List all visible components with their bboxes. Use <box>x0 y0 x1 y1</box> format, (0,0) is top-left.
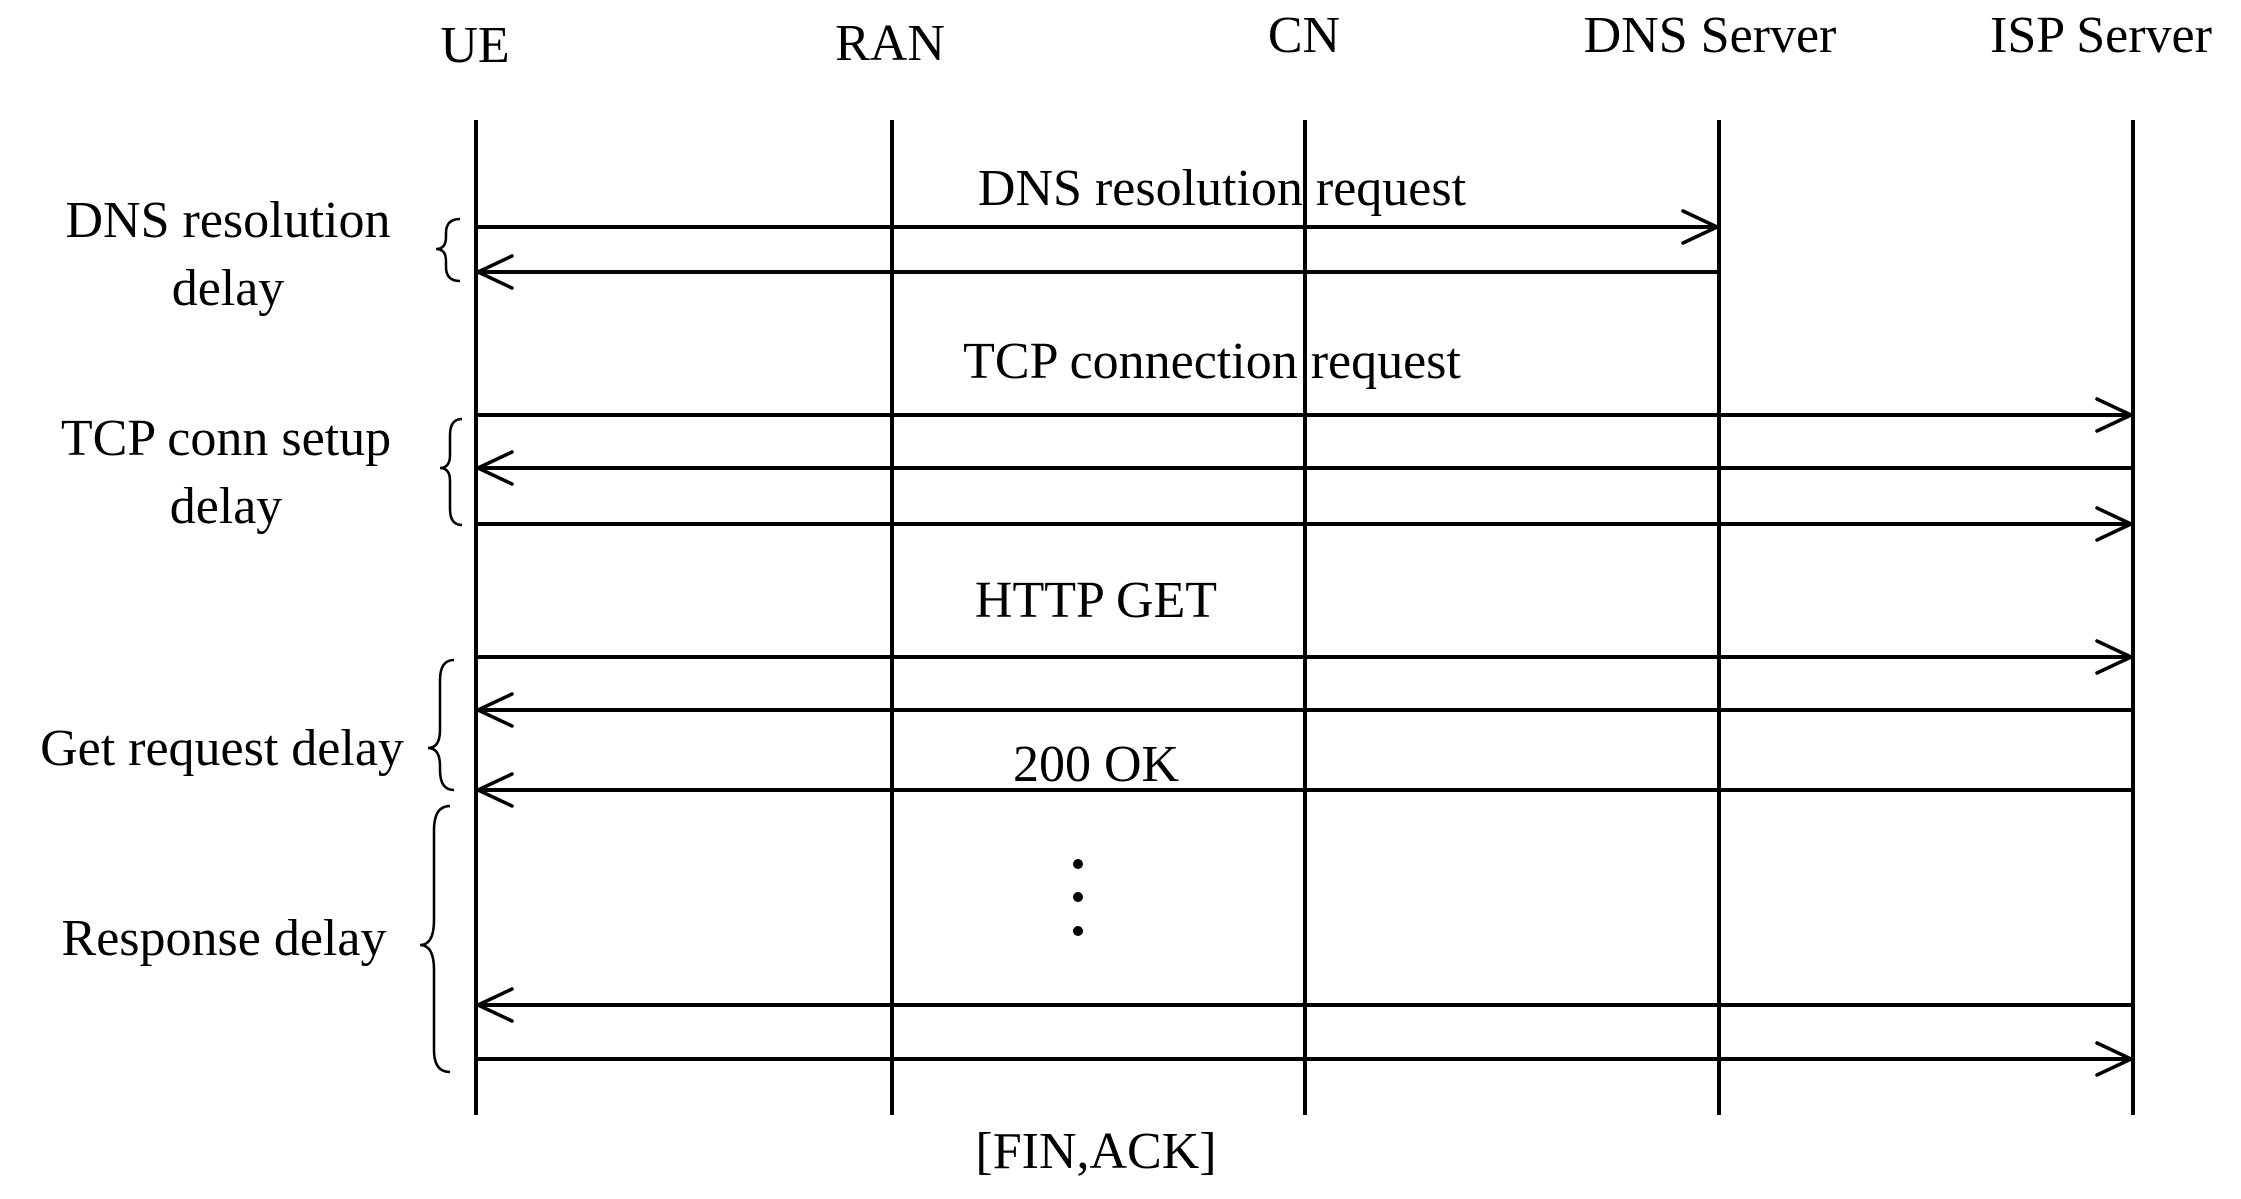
message-tcp-syn-arrow <box>476 397 2133 433</box>
delay-label-dns-line2: delay <box>172 260 285 317</box>
message-label-200-ok: 200 OK <box>1013 736 1180 793</box>
continuation-ellipsis <box>1073 859 1083 936</box>
message-final-data-arrow <box>476 987 2133 1023</box>
brace-get-delay <box>427 658 455 792</box>
brace-response-delay <box>419 804 451 1074</box>
message-tcp-syn-ack-arrow <box>476 450 2133 486</box>
message-200-ok-arrow <box>476 772 2133 808</box>
participant-cn-label: CN <box>1268 7 1340 64</box>
delay-label-response: Response delay <box>62 910 387 967</box>
brace-dns-delay <box>435 217 461 283</box>
message-http-get-arrow <box>476 639 2133 675</box>
message-dns-request-arrow <box>476 209 1719 245</box>
message-label-fin-ack: [FIN,ACK] <box>975 1123 1216 1180</box>
message-dns-response-arrow <box>476 254 1719 290</box>
participant-dns-server-label: DNS Server <box>1584 7 1837 64</box>
participant-isp-server-label: ISP Server <box>1990 7 2212 64</box>
participant-ran-label: RAN <box>835 15 945 72</box>
delay-label-tcp-line2: delay <box>170 478 283 535</box>
delay-label-tcp-line1: TCP conn setup <box>61 410 391 467</box>
brace-tcp-delay <box>439 417 463 527</box>
message-fin-ack-arrow <box>476 1041 2133 1077</box>
message-label-http-get: HTTP GET <box>975 572 1217 629</box>
message-tcp-ack-arrow <box>476 506 2133 542</box>
message-http-ack-arrow <box>476 692 2133 728</box>
delay-label-get-request: Get request delay <box>40 720 404 777</box>
participant-ue-label: UE <box>440 17 509 74</box>
message-label-tcp-request: TCP connection request <box>963 333 1461 390</box>
message-label-dns-request: DNS resolution request <box>978 160 1467 217</box>
delay-label-dns-line1: DNS resolution <box>66 192 391 249</box>
